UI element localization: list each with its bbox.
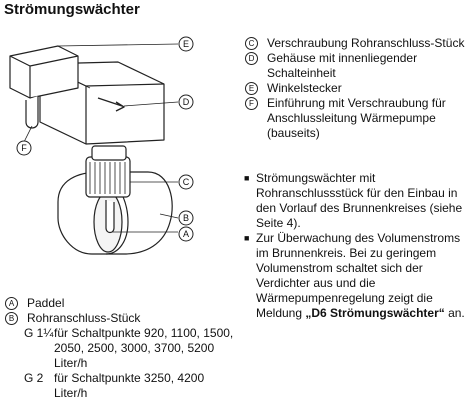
parts-legend: A Paddel B Rohranschluss-Stück G 1¼ für …	[4, 296, 240, 401]
legend-item-a: A Paddel	[4, 296, 240, 311]
legend-item-d: D Gehäuse mit innenliegender Schalteinhe…	[244, 51, 470, 81]
circle-letter-icon: E	[245, 82, 258, 95]
angle-plug	[9, 45, 79, 99]
circle-letter-icon: C	[245, 37, 258, 50]
page-title: Strömungswächter	[4, 1, 140, 18]
callout-b: B	[178, 210, 194, 226]
union-nut	[85, 156, 131, 198]
svg-text:F: F	[21, 143, 27, 153]
circle-letter-icon: B	[5, 312, 18, 325]
note-item: ■ Zur Überwachung des Volumenstroms im B…	[244, 231, 465, 320]
callout-c: C	[178, 174, 194, 190]
legend-item-f: F Einführung mit Verschraubung für Ansch…	[244, 96, 470, 141]
svg-text:E: E	[183, 39, 189, 49]
callout-f: F	[16, 140, 32, 156]
legend-item-c: C Verschraubung Rohranschluss-Stück	[244, 36, 470, 51]
size-row: G 1¼ für Schaltpunkte 920, 1100, 1500, 2…	[24, 326, 234, 370]
legend-item-b: B Rohranschluss-Stück	[4, 311, 240, 326]
note-item: ■ Strömungswächter mit Rohranschlussstüc…	[244, 171, 463, 230]
circle-letter-icon: A	[5, 297, 18, 310]
size-row: G 2 für Schaltpunkte 3250, 4200 Liter/h	[24, 371, 205, 400]
description-notes: ■ Strömungswächter mit Rohranschlussstüc…	[244, 171, 470, 321]
paddle	[105, 200, 115, 234]
callout-e: E	[178, 36, 194, 52]
svg-text:A: A	[183, 229, 189, 239]
flow-arrow	[97, 97, 125, 112]
cable-gland	[25, 96, 39, 129]
svg-text:B: B	[183, 213, 189, 223]
square-bullet-icon: ■	[244, 233, 250, 243]
svg-text:C: C	[183, 177, 190, 187]
circle-letter-icon: D	[245, 52, 258, 65]
message-name: „D6 Strömungswächter“	[305, 306, 445, 320]
flow-switch-illustration: E D F C B A	[9, 36, 194, 255]
callout-d: D	[178, 94, 194, 110]
square-bullet-icon: ■	[244, 173, 250, 183]
circle-letter-icon: F	[245, 97, 258, 110]
legend-item-e: E Winkelstecker	[244, 81, 470, 96]
callout-a: A	[178, 226, 194, 242]
svg-text:D: D	[183, 97, 190, 107]
component-legend: C Verschraubung Rohranschluss-Stück D Ge…	[244, 36, 470, 141]
